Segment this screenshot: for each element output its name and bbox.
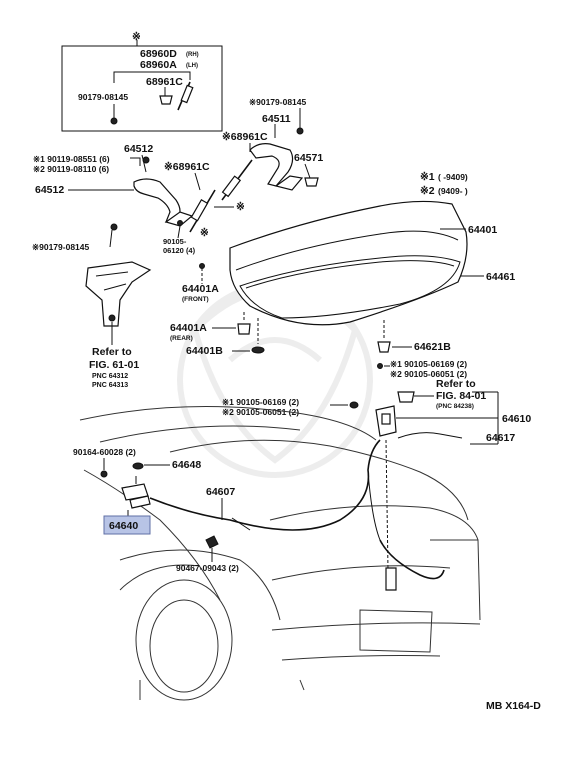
label-64607: 64607 — [206, 486, 235, 498]
refer-right-2: FIG. 84-01 — [436, 390, 486, 402]
bumper-icon — [304, 177, 319, 187]
hinge-right-icon — [249, 143, 294, 187]
legend: ※1 ( -9409) ※2 (9409- ) — [420, 171, 468, 197]
label-90105-r1: ※1 90105-06169 (2) — [390, 359, 467, 369]
label-64648: 64648 — [172, 459, 201, 471]
label-64401A-front: 64401A — [182, 283, 219, 295]
trunk-lid-group: 64401 64461 64401A (FRONT) 64401A (REAR)… — [170, 200, 515, 357]
label-90105-c1: ※1 90105-06169 (2) — [222, 397, 299, 407]
license-plate-area — [359, 609, 433, 653]
label-90179-left: ※90179-08145 — [32, 242, 89, 252]
release-cable-group: 64607 90164-60028 (2) 64648 64640 90467-… — [73, 439, 445, 591]
label-68960A: 68960A — [140, 59, 177, 71]
label-64640[interactable]: 64640 — [109, 520, 138, 532]
bracket-icon — [85, 261, 152, 327]
label-90119-2: ※2 90119-08110 (6) — [33, 164, 109, 174]
refer-right-3: (PNC 84238) — [436, 403, 474, 410]
refer-left-1: Refer to — [92, 346, 132, 358]
label-64512-top: 64512 — [124, 143, 153, 155]
legend-mark1: ※1 — [420, 171, 435, 183]
label-90179-box: 90179-08145 — [78, 92, 128, 102]
label-90105-b: 06120 (4) — [163, 246, 196, 255]
highlight-64640[interactable] — [103, 515, 151, 535]
label-68960D-side: (RH) — [186, 52, 199, 58]
nut-icon — [110, 117, 118, 125]
refer-left-4: PNC 64313 — [92, 382, 128, 389]
box-gas-strut-group: ※ 68960D (RH) 68960A (LH) 68961C 90179-0… — [61, 31, 223, 132]
label-68960D: 68960D — [140, 48, 177, 60]
star-b: ※ — [200, 227, 209, 239]
legend-mark2: ※2 — [420, 185, 435, 197]
refer-left-2: FIG. 61-01 — [89, 359, 139, 371]
wheel-arch-icon — [135, 579, 233, 701]
label-90179-top: ※90179-08145 — [249, 97, 306, 107]
label-64617: 64617 — [486, 432, 515, 444]
lock-group: 64621B ※1 90105-06169 (2) ※2 90105-06051… — [222, 341, 531, 571]
label-90119-1: ※1 90119-08551 (6) — [33, 154, 110, 164]
side-bracket-group: Refer to FIG. 61-01 PNC 64312 PNC 64313 — [85, 261, 152, 389]
label-64401: 64401 — [468, 224, 497, 236]
label-90164: 90164-60028 (2) — [73, 447, 136, 457]
label-90105-r2: ※2 90105-06051 (2) — [390, 369, 467, 379]
lock-cylinder-icon — [397, 391, 415, 403]
legend-range1: ( -9409) — [438, 172, 468, 182]
clamp-icon — [205, 535, 219, 549]
label-90467: 90467-09043 (2) — [176, 563, 239, 573]
rear-note: (REAR) — [170, 335, 193, 342]
label-64512-left: 64512 — [35, 184, 64, 196]
left-hinge-group: 64512 ※1 90119-08551 (6) ※2 90119-08110 … — [32, 143, 245, 255]
label-68960A-side: (LH) — [186, 63, 198, 69]
trunk-lid-icon — [229, 200, 468, 326]
refer-right-1: Refer to — [436, 378, 476, 390]
label-90105-c2: ※2 90105-06051 (2) — [222, 407, 299, 417]
label-64621B: 64621B — [414, 341, 451, 353]
front-note: (FRONT) — [182, 296, 209, 303]
car-body — [79, 406, 481, 701]
label-68961C-right: ※68961C — [222, 131, 268, 143]
box-mark: ※ — [132, 31, 141, 43]
striker-icon — [377, 341, 391, 353]
label-64571: 64571 — [294, 152, 323, 164]
label-68961C-mid: ※68961C — [164, 161, 210, 173]
label-64511: 64511 — [262, 113, 291, 125]
legend-range2: (9409- ) — [438, 186, 468, 196]
label-64401A-rear: 64401A — [170, 322, 207, 334]
label-64461: 64461 — [486, 271, 515, 283]
star-a: ※ — [236, 201, 245, 213]
label-68961C-box: 68961C — [146, 76, 183, 88]
label-90105-a: 90105- — [163, 237, 187, 246]
diagram-code: MB X164-D — [486, 700, 541, 712]
label-64401B: 64401B — [186, 345, 223, 357]
ball-stud-icon — [159, 95, 173, 105]
refer-left-3: PNC 64312 — [92, 373, 128, 380]
right-hinge-group: ※90179-08145 64511 ※68961C 64571 — [221, 97, 323, 201]
hinge-left-icon — [133, 178, 181, 223]
label-64610: 64610 — [502, 413, 531, 425]
